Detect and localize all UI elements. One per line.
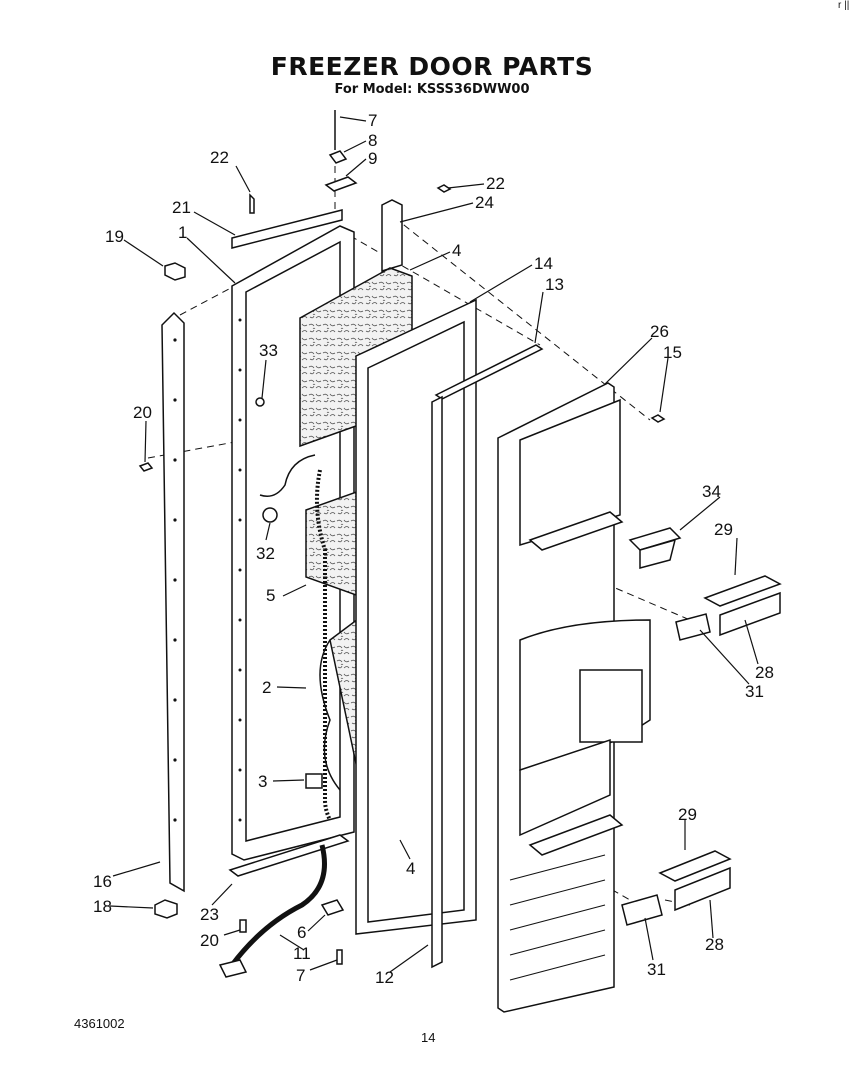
callout-22-left: 22 — [210, 148, 229, 167]
callout-31-top: 31 — [745, 682, 764, 701]
callout-29-top: 29 — [714, 520, 733, 539]
callout-23: 23 — [200, 905, 219, 924]
callout-7-top: 7 — [368, 111, 377, 130]
callout-1: 1 — [178, 223, 187, 242]
callout-31-bottom: 31 — [647, 960, 666, 979]
callout-14: 14 — [534, 254, 553, 273]
callout-7-bottom: 7 — [296, 966, 305, 985]
callout-22-right: 22 — [486, 174, 505, 193]
callout-11: 11 — [293, 944, 311, 963]
callout-2: 2 — [262, 678, 271, 697]
callout-13: 13 — [545, 275, 564, 294]
callout-20-top: 20 — [133, 403, 152, 422]
callout-28-top: 28 — [755, 663, 774, 682]
callout-labels: 7 8 9 22 22 24 21 1 19 4 14 13 26 15 33 … — [93, 111, 774, 987]
parts-artwork — [138, 110, 782, 1013]
callout-12: 12 — [375, 968, 394, 987]
callout-3: 3 — [258, 772, 267, 791]
callout-8: 8 — [368, 131, 377, 150]
callout-33: 33 — [259, 341, 278, 360]
callout-26: 26 — [650, 322, 669, 341]
callout-15: 15 — [663, 343, 682, 362]
callout-6: 6 — [297, 923, 306, 942]
callout-18: 18 — [93, 897, 112, 916]
callout-21: 21 — [172, 198, 191, 217]
corner-mark: r || — [838, 0, 850, 11]
callout-9: 9 — [368, 149, 377, 168]
document-code: 4361002 — [74, 1016, 125, 1031]
callout-4-bottom: 4 — [406, 859, 415, 878]
page-title: FREEZER DOOR PARTS — [270, 52, 594, 81]
callout-29-bottom: 29 — [678, 805, 697, 824]
callout-34: 34 — [702, 482, 721, 501]
page-number: 14 — [421, 1030, 436, 1045]
model-subtitle: For Model: KSSS36DWW00 — [334, 82, 530, 97]
callout-32: 32 — [256, 544, 275, 563]
leader-lines — [109, 116, 759, 973]
callout-24: 24 — [475, 193, 494, 212]
callout-16: 16 — [93, 872, 112, 891]
callout-19: 19 — [105, 227, 124, 246]
callout-5: 5 — [266, 586, 275, 605]
callout-4-top: 4 — [452, 241, 461, 260]
callout-20-bottom: 20 — [200, 931, 219, 950]
callout-28-bottom: 28 — [705, 935, 724, 954]
